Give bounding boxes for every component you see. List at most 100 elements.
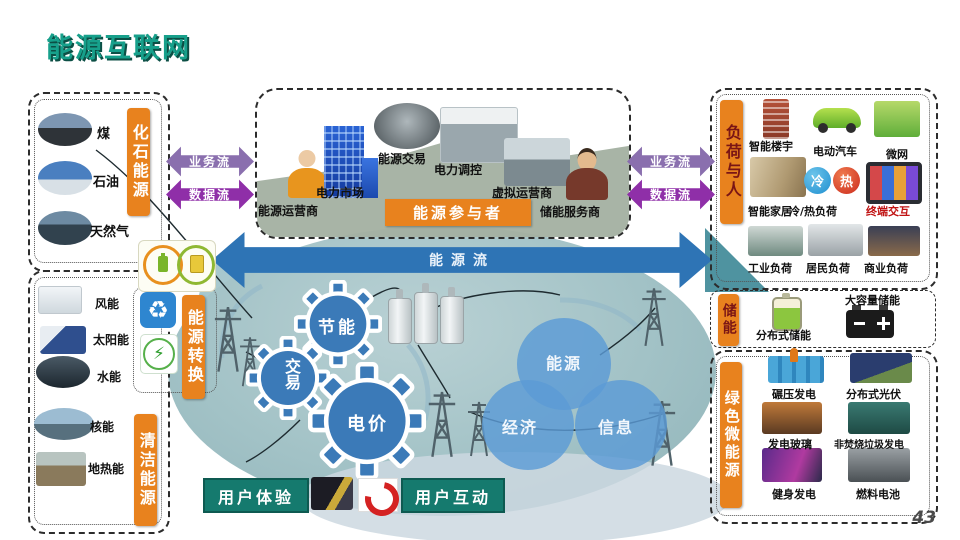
distributed-pv-photo xyxy=(850,353,912,383)
residential-load-label: 居民负荷 xyxy=(806,262,850,275)
participants-banner-label: 能源参与者 xyxy=(412,204,503,222)
gear-price-label: 电价 xyxy=(347,414,389,435)
virtual-photo xyxy=(504,138,570,186)
clean-panel-inner xyxy=(34,277,162,525)
runner-icon xyxy=(790,348,798,362)
cold-glyph: 冷 xyxy=(810,175,824,190)
gear-trade xyxy=(246,336,330,420)
lightning-icon: ⚡ xyxy=(140,334,178,374)
smart-home-label: 智能家居 xyxy=(748,205,792,218)
nuclear-label: 核能 xyxy=(90,420,115,434)
fossil-panel-inner xyxy=(34,99,162,263)
venn-economy-circle xyxy=(482,380,574,470)
solar-label: 太阳能 xyxy=(93,333,130,347)
operator-person-icon xyxy=(288,150,326,198)
page-number: 43 xyxy=(912,508,936,528)
pv-glass-photo xyxy=(762,402,822,434)
gear-saving-label: 节能 xyxy=(318,318,358,338)
fossil-label: 化石能源 xyxy=(127,108,150,216)
black-battery-icon xyxy=(846,305,894,338)
market-label: 电力市场 xyxy=(316,186,365,200)
geothermal-photo xyxy=(36,452,86,486)
wind-photo xyxy=(38,286,82,314)
oil-label: 石油 xyxy=(93,175,120,190)
user-interaction-box: 用户互动 xyxy=(401,478,505,513)
clean-panel xyxy=(28,270,170,534)
battery-minus xyxy=(854,322,865,325)
distributed-pv-label: 分布式光伏 xyxy=(846,388,901,401)
commercial-load-label: 商业负荷 xyxy=(864,262,908,275)
oil-photo xyxy=(38,161,92,195)
industrial-load-label: 工业负荷 xyxy=(748,262,792,275)
smart-home-photo xyxy=(750,157,806,197)
venn-energy-label: 能源 xyxy=(546,354,583,373)
coal-label: 煤 xyxy=(97,127,111,142)
cold-heat-load-label: 冷/热负荷 xyxy=(789,205,838,218)
green-label: 绿色微能源 xyxy=(720,362,742,508)
energy-flow-label: 能源流 xyxy=(429,253,495,269)
market-building-annex xyxy=(362,158,378,198)
electric-car-icon xyxy=(813,108,861,133)
page-title: 能源互联网 xyxy=(46,33,191,64)
microgrid-photo xyxy=(874,101,920,137)
venn-info-circle xyxy=(575,380,667,470)
storage-provider-person-icon xyxy=(566,148,608,200)
battery-icon xyxy=(158,253,168,272)
water-photo xyxy=(36,356,90,388)
venn-info-label: 信息 xyxy=(598,418,635,437)
storage-fuel-icons-card xyxy=(138,240,216,292)
wind-label: 风能 xyxy=(95,297,120,311)
commercial-load-photo xyxy=(868,226,920,256)
storage-provider-label: 储能服务商 xyxy=(540,205,601,219)
water-label: 水能 xyxy=(97,370,122,384)
green-panel xyxy=(710,350,938,524)
storage-label: 储能 xyxy=(718,294,739,346)
load-label: 负荷与人 xyxy=(720,100,743,224)
smart-building-label: 智能楼宇 xyxy=(749,140,793,153)
fuel-pump-icon xyxy=(190,255,204,273)
cold-load-icon: 冷 xyxy=(804,167,831,194)
transformers-icon xyxy=(388,282,464,344)
press-power-label: 碾压发电 xyxy=(772,388,816,401)
trade-photo xyxy=(374,103,440,149)
terminal-tablet-icon xyxy=(866,162,922,204)
fuel-cell-photo xyxy=(848,448,910,482)
trade-label: 能源交易 xyxy=(378,152,427,166)
geothermal-label: 地热能 xyxy=(88,462,125,476)
sync-arrows-icon: ♻ xyxy=(140,292,176,328)
business-flow-label-right: 业务流 xyxy=(649,155,692,169)
gear-saving xyxy=(294,280,382,368)
large-storage-label: 大容量储能 xyxy=(845,294,900,307)
heat-glyph: 热 xyxy=(839,175,853,190)
battery-plus xyxy=(877,317,890,330)
solar-photo xyxy=(40,326,86,354)
venn-economy-label: 经济 xyxy=(502,418,539,437)
dispatch-label: 电力调控 xyxy=(434,163,483,177)
green-battery-icon xyxy=(772,293,802,331)
distributed-storage-label: 分布式储能 xyxy=(756,329,811,342)
waste-power-label: 非焚烧垃圾发电 xyxy=(834,440,904,451)
industrial-load-photo xyxy=(748,226,803,256)
load-panel-inner xyxy=(716,94,930,282)
interaction-logo-card xyxy=(358,475,406,523)
fitness-power-photo xyxy=(762,448,822,482)
load-panel xyxy=(710,88,938,290)
coal-photo xyxy=(38,113,92,146)
conversion-label: 能源转换 xyxy=(182,295,205,399)
gas-photo xyxy=(38,211,92,245)
nuclear-photo xyxy=(34,408,94,440)
smart-building-photo xyxy=(763,99,789,139)
gear-trade-label: 交易 xyxy=(282,358,301,390)
participants-banner: 能源参与者 xyxy=(385,199,531,226)
clean-label: 清洁能源 xyxy=(134,414,157,526)
fitness-power-label: 健身发电 xyxy=(772,488,816,501)
market-building-icon xyxy=(324,126,364,198)
residential-load-photo xyxy=(808,224,863,256)
heat-load-icon: 热 xyxy=(833,167,860,194)
gear-price xyxy=(308,362,426,480)
terminal-interaction-label: 终端交互 xyxy=(866,205,910,218)
business-flow-label-left: 业务流 xyxy=(188,155,231,169)
microgrid-label: 微网 xyxy=(886,148,908,161)
